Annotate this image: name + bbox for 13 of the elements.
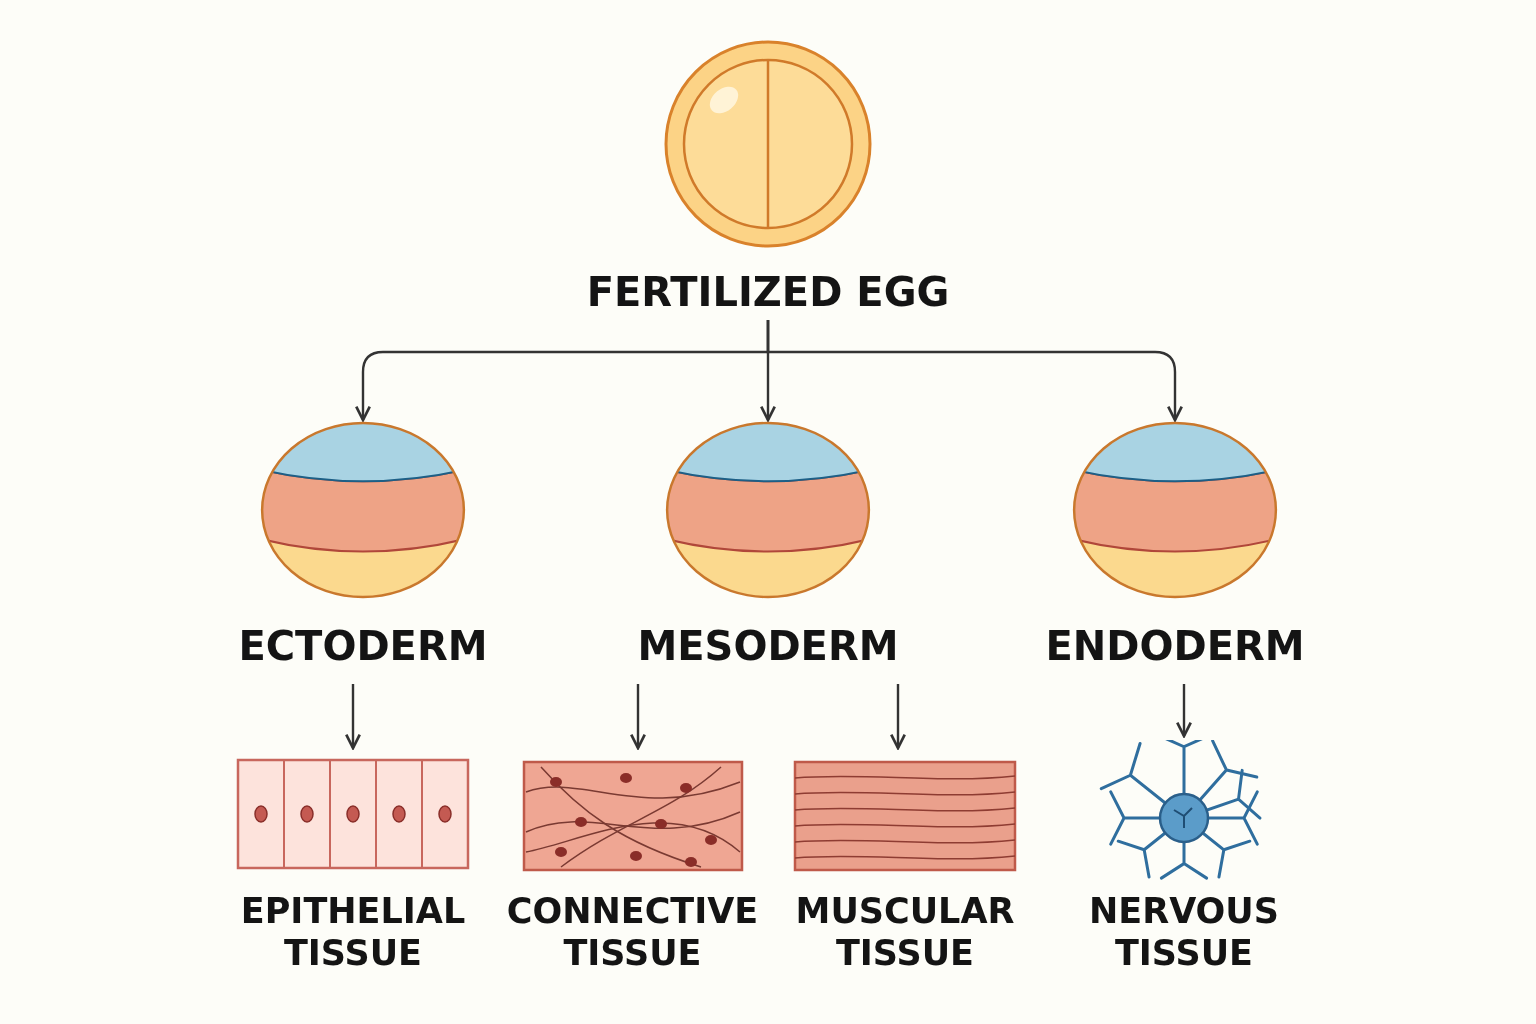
arrow [766, 320, 1184, 422]
arrow [344, 684, 362, 750]
arrow [889, 684, 907, 750]
node-label: CONNECTIVE TISSUE [505, 890, 760, 974]
node-label: ENDODERM [1044, 622, 1306, 670]
node-label: NERVOUS TISSUE [1088, 890, 1280, 974]
node-label: MUSCULAR TISSUE [794, 890, 1016, 974]
node-label: ECTODERM [237, 622, 489, 670]
node-label: MESODERM [636, 622, 900, 670]
arrow [1175, 684, 1193, 738]
node-label: FERTILIZED EGG [585, 268, 951, 316]
arrow [629, 684, 647, 750]
node-label: EPITHELIAL TISSUE [239, 890, 467, 974]
